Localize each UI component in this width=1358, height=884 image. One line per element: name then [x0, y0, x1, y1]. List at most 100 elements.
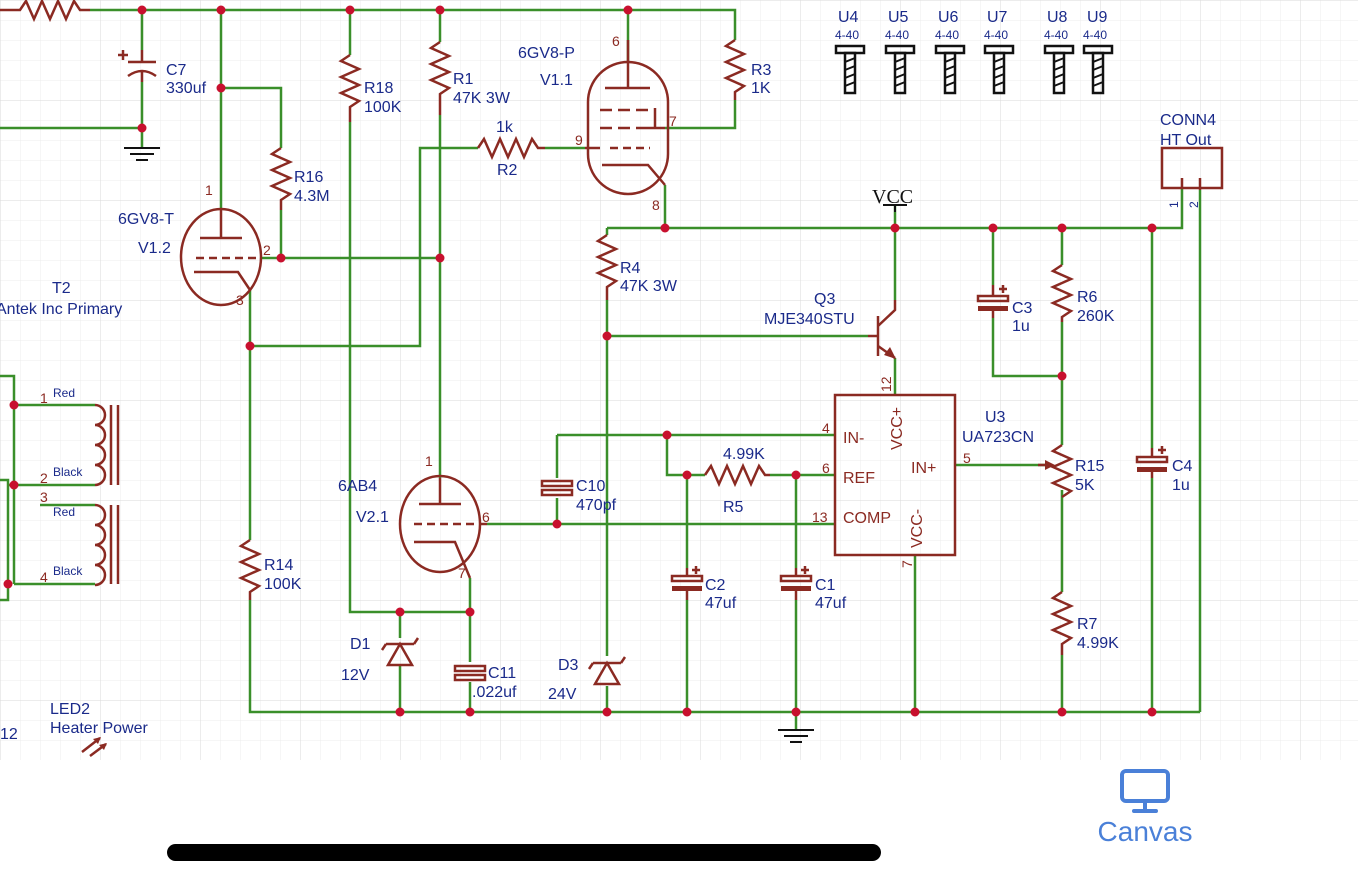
standoff-u8: U8 4-40	[1043, 9, 1075, 95]
d1-ref: D1	[350, 636, 371, 653]
standoff-u8-value: 4-40	[1044, 28, 1068, 42]
resistor-r14[interactable]: R14 100K	[237, 538, 302, 600]
capacitor-c7[interactable]: C7 330uf	[118, 50, 207, 97]
v12-ref: V1.2	[138, 240, 171, 257]
u3-pin-vcc-plus: 12	[878, 376, 894, 392]
c10-ref: C10	[576, 478, 605, 495]
u3-pin-in-plus: 5	[963, 450, 971, 466]
t2-value: Antek Inc Primary	[0, 301, 122, 318]
capacitor-c3[interactable]: C3 1u	[976, 285, 1033, 335]
r15-ref: R15	[1075, 458, 1104, 475]
u3-ref-label: REF	[843, 470, 875, 487]
ic-u3[interactable]: IN- REF COMP IN+ VCC+ VCC- 4 6 13 5 12 7…	[812, 376, 1034, 568]
resistor-r2[interactable]: 1k R2	[476, 119, 545, 179]
conn4-pin-1: 1	[1167, 201, 1181, 208]
resistor-r1[interactable]: R1 47K 3W	[427, 40, 511, 115]
r5-ref: R5	[723, 499, 744, 516]
r18-value: 100K	[364, 99, 402, 116]
u3-comp-label: COMP	[843, 510, 891, 527]
t2-wire-2: Black	[53, 465, 83, 479]
v21-ref: V2.1	[356, 509, 389, 526]
r7-value: 4.99K	[1077, 635, 1119, 652]
v11-pin-top: 6	[612, 33, 620, 49]
c7-value: 330uf	[166, 80, 207, 97]
u3-pin-in-minus: 4	[822, 420, 830, 436]
resistor-r-top-left[interactable]	[0, 0, 90, 23]
r6-ref: R6	[1077, 289, 1098, 306]
v21-value: 6AB4	[338, 478, 377, 495]
canvas-tab-label: Canvas	[1097, 816, 1193, 847]
led2-ref: LED2	[50, 701, 90, 718]
u3-vcc-plus-label: VCC+	[889, 407, 906, 450]
resistor-r4[interactable]: R4 47K 3W	[594, 233, 678, 300]
r2-value: 1k	[496, 119, 514, 136]
standoff-u7-ref: U7	[987, 9, 1008, 26]
canvas-tab[interactable]: Canvas	[1090, 768, 1200, 868]
c11-value: .022uf	[472, 684, 517, 701]
r14-value: 100K	[264, 576, 302, 593]
v11-pin-right: 7	[669, 113, 677, 129]
c7-ref: C7	[166, 62, 187, 79]
led2-value: Heater Power	[50, 720, 148, 737]
v12-value: 6GV8-T	[118, 211, 174, 228]
resistor-r18[interactable]: R18 100K	[337, 53, 402, 122]
standoff-u4: U4 4-40	[834, 9, 866, 95]
u3-in-plus-label: IN+	[911, 460, 936, 477]
u3-pin-ref: 6	[822, 460, 830, 476]
r14-ref: R14	[264, 557, 293, 574]
ground-symbol-main	[778, 729, 814, 743]
capacitor-c10[interactable]: C10 470pf	[540, 478, 617, 514]
resistor-r6[interactable]: R6 260K	[1049, 263, 1115, 325]
resistor-r16[interactable]: R16 4.3M	[268, 146, 330, 210]
u3-ref: U3	[985, 409, 1006, 426]
r4-ref: R4	[620, 260, 641, 277]
ground-symbol-c7	[124, 147, 160, 161]
capacitor-c4[interactable]: C4 1u	[1135, 446, 1193, 494]
connector-conn4[interactable]: CONN4 HT Out 1 2	[1160, 112, 1224, 208]
c11-ref: C11	[488, 665, 516, 682]
v11-ref: V1.1	[540, 72, 573, 89]
vcc-symbol: VCC	[872, 186, 913, 212]
conn4-ref: CONN4	[1160, 112, 1216, 129]
q3-ref: Q3	[814, 291, 835, 308]
t2-wire-4: Black	[53, 564, 83, 578]
r4-value: 47K 3W	[620, 278, 678, 295]
v11-value: 6GV8-P	[518, 45, 575, 62]
r2-ref: R2	[497, 162, 518, 179]
capacitor-c11[interactable]: C11 .022uf	[453, 664, 517, 701]
standoff-u9: U9 4-40	[1082, 9, 1114, 95]
monitor-icon	[1120, 769, 1170, 813]
transformer-t2[interactable]: T2 Antek Inc Primary 1 2 3 4 Red Black R…	[0, 280, 122, 587]
led-led2[interactable]: LED2 Heater Power 12	[0, 701, 148, 757]
t2-pin-1: 1	[40, 390, 48, 406]
transistor-q3[interactable]: Q3 MJE340STU	[764, 291, 897, 360]
v11-pin-left: 9	[575, 132, 583, 148]
t2-pin-4: 4	[40, 569, 48, 585]
r1-ref: R1	[453, 71, 474, 88]
tube-v1-2[interactable]: 1 2 3 6GV8-T V1.2	[118, 182, 271, 308]
t2-wire-1: Red	[53, 386, 75, 400]
tube-v2-1[interactable]: 1 6 7 6AB4 V2.1	[338, 453, 490, 581]
standoff-u9-value: 4-40	[1083, 28, 1107, 42]
capacitor-c1[interactable]: C1 47uf	[779, 566, 847, 612]
resistor-r7[interactable]: R7 4.99K	[1049, 590, 1119, 655]
t2-pin-3: 3	[40, 489, 48, 505]
standoff-u7: U7 4-40	[983, 9, 1015, 95]
capacitor-c2[interactable]: C2 47uf	[670, 566, 737, 612]
potentiometer-r15[interactable]: R15 5K	[1038, 443, 1104, 499]
r3-value: 1K	[751, 80, 771, 97]
partial-ref-12: 12	[0, 726, 18, 743]
zener-diode-d3[interactable]: D3 24V	[548, 656, 627, 703]
zener-diode-d1[interactable]: D1 12V	[341, 636, 420, 684]
schematic-canvas[interactable]: R18 100K R1 47K 3W 1k R2 R3 1K R16 4.3M …	[0, 0, 1358, 760]
r1-value: 47K 3W	[453, 90, 511, 107]
resistor-r5[interactable]: 4.99K R5	[703, 446, 770, 516]
r6-value: 260K	[1077, 308, 1115, 325]
u3-pin-comp: 13	[812, 509, 828, 525]
tube-v1-1[interactable]: 6 7 9 8 6GV8-P V1.1	[518, 33, 677, 213]
c1-value: 47uf	[815, 595, 847, 612]
standoff-u7-value: 4-40	[984, 28, 1008, 42]
resistor-r3[interactable]: R3 1K	[722, 38, 772, 100]
d1-value: 12V	[341, 667, 370, 684]
standoff-u5-value: 4-40	[885, 28, 909, 42]
